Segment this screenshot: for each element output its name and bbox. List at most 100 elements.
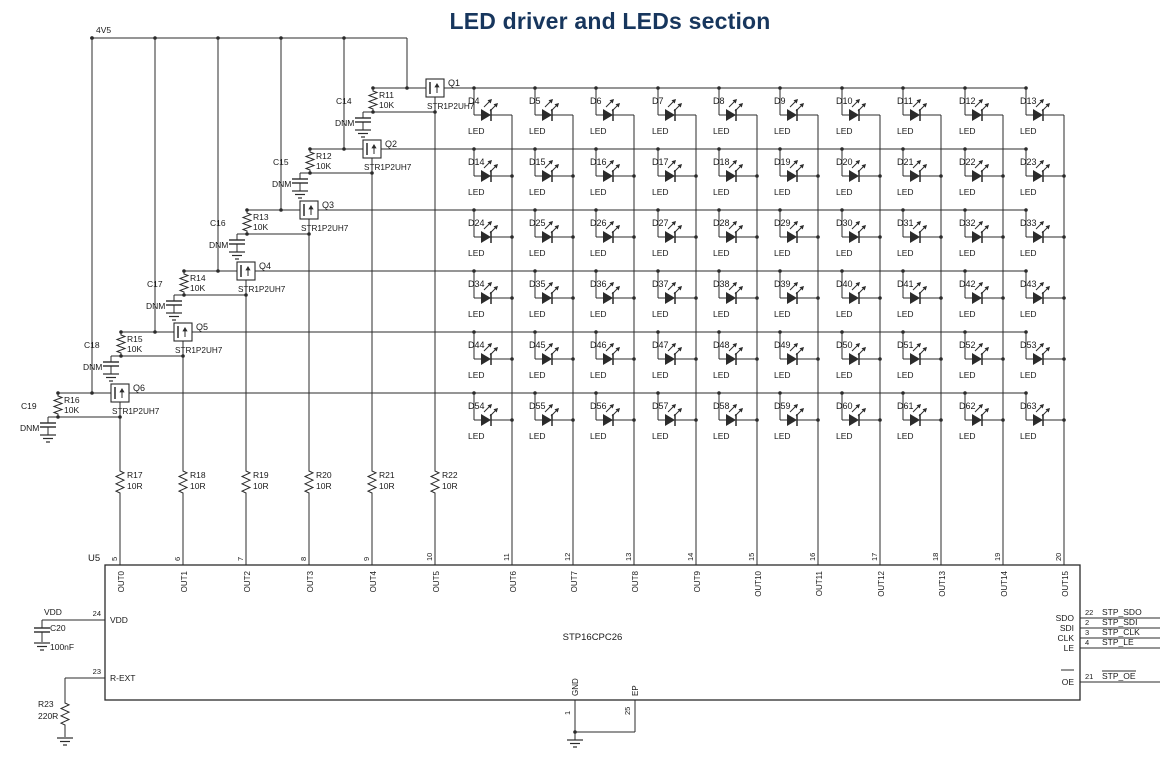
led-refdes: D9 xyxy=(774,96,786,106)
led-emission-arrow xyxy=(732,282,737,287)
led-emission-arrow xyxy=(671,99,676,104)
led-type-label: LED xyxy=(529,309,546,319)
resistor-symbol xyxy=(303,468,315,496)
led-refdes: D62 xyxy=(959,401,976,411)
diode-symbol xyxy=(1033,292,1043,304)
led-emission-arrow xyxy=(984,164,989,169)
led-refdes: D13 xyxy=(1020,96,1037,106)
led-type-label: LED xyxy=(529,370,546,380)
junction-dot xyxy=(153,36,157,40)
led-type-label: LED xyxy=(713,431,730,441)
led-emission-arrow xyxy=(916,99,921,104)
junction-dot xyxy=(119,330,123,334)
diode-symbol xyxy=(910,292,920,304)
led-type-label: LED xyxy=(529,126,546,136)
led-emission-arrow xyxy=(677,408,682,413)
led-type-label: LED xyxy=(468,187,485,197)
junction-dot xyxy=(901,330,905,334)
transistor-body xyxy=(236,261,256,281)
ic-part-number: STP16CPC26 xyxy=(563,632,623,643)
resistor-value: 10R xyxy=(316,481,332,491)
led-emission-arrow xyxy=(978,343,983,348)
junction-dot xyxy=(778,208,782,212)
led-emission-arrow xyxy=(548,160,553,165)
led-type-label: LED xyxy=(590,248,607,258)
pin-name: LE xyxy=(1064,643,1075,653)
led-emission-arrow xyxy=(861,225,866,230)
diode-symbol xyxy=(1033,414,1043,426)
capacitor-value: DNM xyxy=(209,240,228,250)
led-emission-arrow xyxy=(548,404,553,409)
junction-dot xyxy=(755,296,759,300)
capacitor-value: DNM xyxy=(272,179,291,189)
led-emission-arrow xyxy=(799,286,804,291)
led-type-label: LED xyxy=(1020,370,1037,380)
junction-dot xyxy=(778,86,782,90)
junction-dot xyxy=(939,235,943,239)
resistor-value: 10K xyxy=(64,405,79,415)
led-type-label: LED xyxy=(713,309,730,319)
pin-name: OE xyxy=(1062,677,1075,687)
junction-dot xyxy=(533,269,537,273)
led-emission-arrow xyxy=(493,408,498,413)
led-emission-arrow xyxy=(1039,160,1044,165)
junction-dot xyxy=(573,730,577,734)
led-emission-arrow xyxy=(916,343,921,348)
led-emission-arrow xyxy=(677,347,682,352)
led-emission-arrow xyxy=(861,164,866,169)
diode-symbol xyxy=(972,231,982,243)
junction-dot xyxy=(90,391,94,395)
resistor-value: 10K xyxy=(253,222,268,232)
junction-dot xyxy=(533,86,537,90)
led-refdes: D53 xyxy=(1020,340,1037,350)
junction-dot xyxy=(963,391,967,395)
led-emission-arrow xyxy=(984,286,989,291)
led-emission-arrow xyxy=(738,286,743,291)
led-emission-arrow xyxy=(1045,347,1050,352)
junction-dot xyxy=(182,269,186,273)
pin-number: 7 xyxy=(236,557,245,561)
led-emission-arrow xyxy=(493,347,498,352)
led-type-label: LED xyxy=(468,126,485,136)
led-emission-arrow xyxy=(793,343,798,348)
net-label: STP_CLK xyxy=(1102,627,1140,637)
resistor-value: 10R xyxy=(253,481,269,491)
junction-dot xyxy=(694,296,698,300)
junction-dot xyxy=(656,208,660,212)
junction-dot xyxy=(533,147,537,151)
junction-dot xyxy=(778,391,782,395)
ic-u5: U5STP16CPC265OUT06OUT17OUT28OUT39OUT410O… xyxy=(88,553,1081,701)
diode-symbol xyxy=(972,170,982,182)
led-refdes: D54 xyxy=(468,401,485,411)
led-emission-arrow xyxy=(615,103,620,108)
junction-dot xyxy=(840,86,844,90)
led-refdes: D19 xyxy=(774,157,791,167)
diode-symbol xyxy=(481,414,491,426)
resistor-value: 10K xyxy=(190,283,205,293)
junction-dot xyxy=(571,357,575,361)
resistor-value: 10R xyxy=(379,481,395,491)
junction-dot xyxy=(1024,147,1028,151)
capacitor-refdes: C19 xyxy=(21,401,37,411)
led-refdes: D60 xyxy=(836,401,853,411)
led-refdes: D28 xyxy=(713,218,730,228)
led-emission-arrow xyxy=(609,404,614,409)
led-refdes: D10 xyxy=(836,96,853,106)
led-refdes: D50 xyxy=(836,340,853,350)
junction-dot xyxy=(901,269,905,273)
led-type-label: LED xyxy=(836,126,853,136)
junction-dot xyxy=(371,86,375,90)
led-emission-arrow xyxy=(738,225,743,230)
